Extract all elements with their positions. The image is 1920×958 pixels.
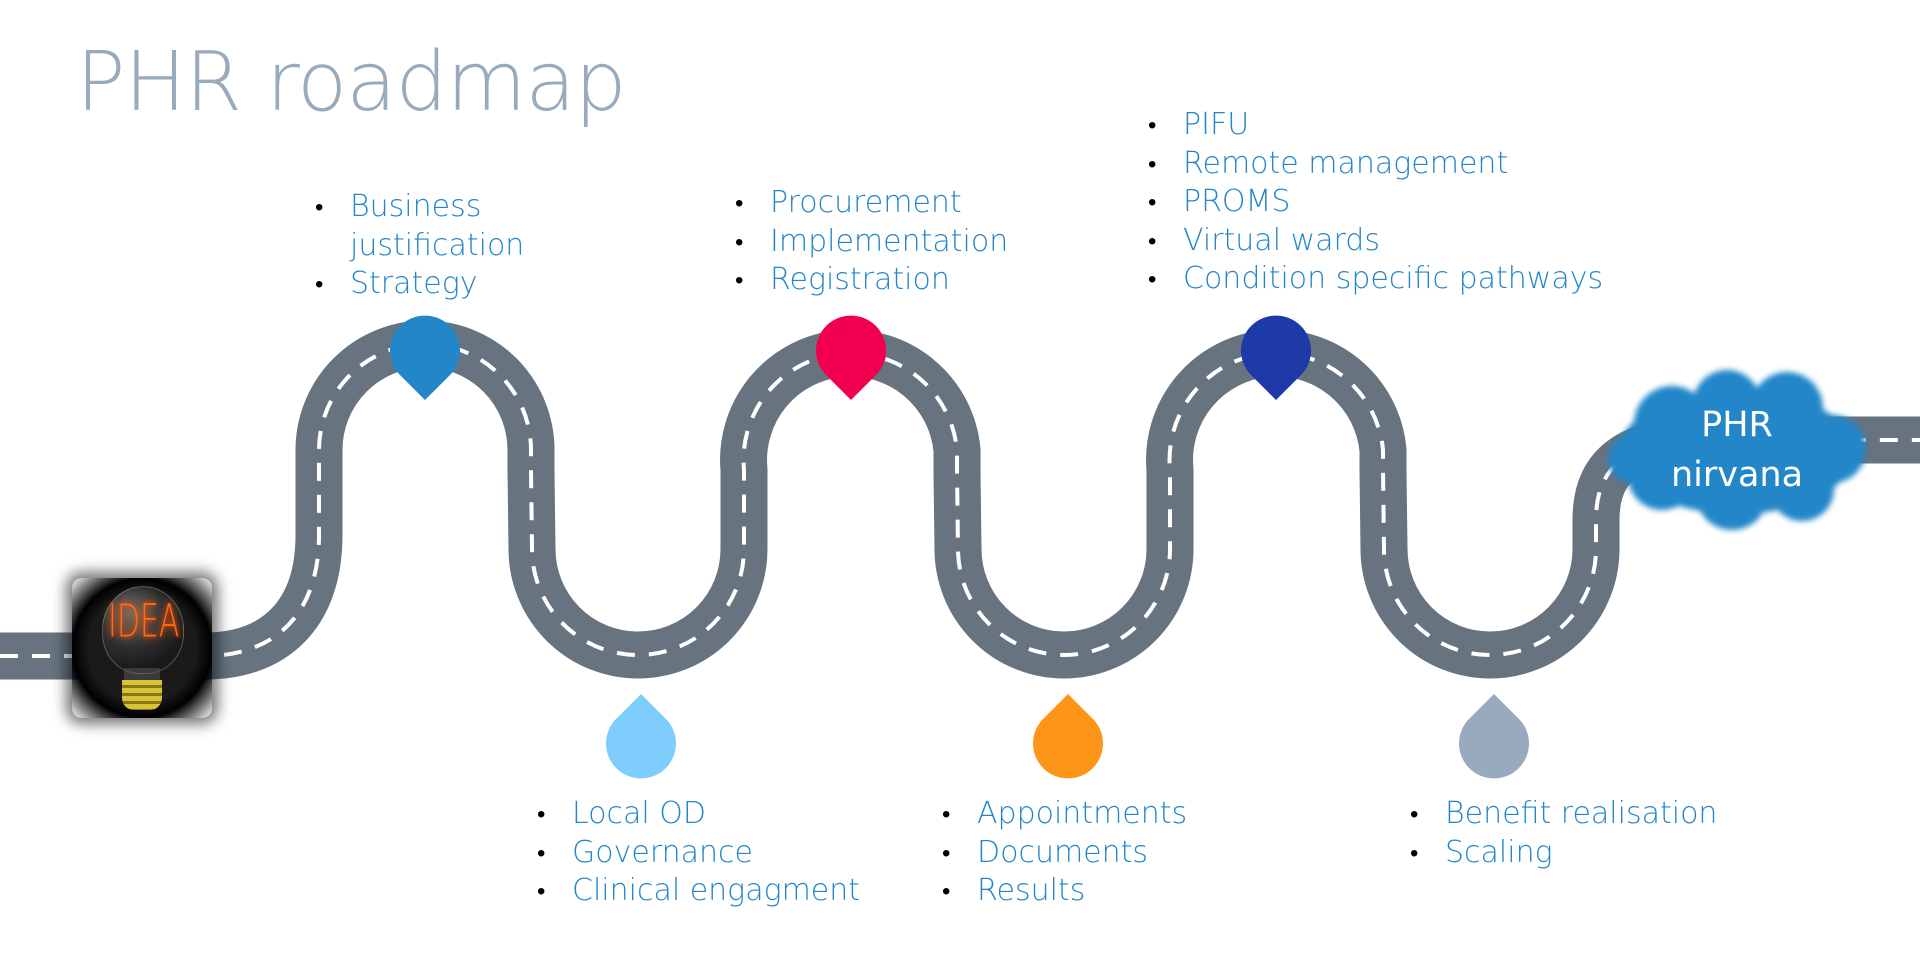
destination-cloud [1608, 370, 1866, 530]
milestone-item: Strategy [315, 265, 555, 304]
pin-shape-5 [1241, 315, 1311, 400]
milestone-4-list: Appointments Documents Results [942, 795, 1187, 911]
milestone-item: Scaling [1410, 834, 1717, 873]
idea-label: IDEA [108, 596, 180, 649]
milestone-item: Remote management [1148, 145, 1603, 184]
milestone-3-list: Procurement Implementation Registration [735, 184, 1008, 300]
milestone-item: PROMS [1148, 183, 1603, 222]
milestone-pin-6 [1459, 694, 1529, 779]
milestone-item: Implementation [735, 223, 1008, 262]
milestone-2-list: Local OD Governance Clinical engagment [537, 795, 860, 911]
pin-shape-4 [1033, 694, 1103, 779]
idea-lightbulb-image: IDEA [72, 578, 212, 718]
destination-line-2: nirvana [1670, 455, 1804, 495]
milestone-item: Procurement [735, 184, 1008, 223]
milestone-pin-1 [390, 315, 460, 400]
milestone-item: PIFU [1148, 106, 1603, 145]
milestone-item: Business justification [315, 188, 555, 265]
destination-label: PHR nirvana [1602, 400, 1872, 500]
milestone-item: Appointments [942, 795, 1187, 834]
milestone-pin-2 [606, 694, 676, 779]
milestone-item: Results [942, 872, 1187, 911]
milestone-pin-4 [1033, 694, 1103, 779]
road-center-dashes [0, 342, 1920, 658]
pin-shape-2 [606, 694, 676, 779]
bulb-neck [124, 668, 160, 682]
milestone-item: Virtual wards [1148, 222, 1603, 261]
milestone-6-list: Benefit realisation Scaling [1410, 795, 1717, 872]
milestone-item: Condition specific pathways [1148, 260, 1603, 299]
lightbulb-icon [102, 586, 184, 674]
destination-line-1: PHR [1701, 405, 1773, 445]
pin-shape-3 [816, 315, 886, 400]
milestone-pin-3 [816, 315, 886, 400]
milestone-item: Clinical engagment [537, 872, 860, 911]
milestone-item: Benefit realisation [1410, 795, 1717, 834]
milestone-item: Registration [735, 261, 1008, 300]
milestone-item: Documents [942, 834, 1187, 873]
milestone-1-list: Business justification Strategy [315, 188, 555, 304]
milestone-pin-5 [1241, 315, 1311, 400]
milestone-item: Local OD [537, 795, 860, 834]
milestone-item: Governance [537, 834, 860, 873]
pin-shape-6 [1459, 694, 1529, 779]
milestone-5-list: PIFU Remote management PROMS Virtual war… [1148, 106, 1603, 299]
cloud-shape [1608, 370, 1866, 530]
page-title: PHR roadmap [76, 35, 627, 130]
bulb-base [122, 680, 162, 710]
pin-shape-1 [390, 315, 460, 400]
